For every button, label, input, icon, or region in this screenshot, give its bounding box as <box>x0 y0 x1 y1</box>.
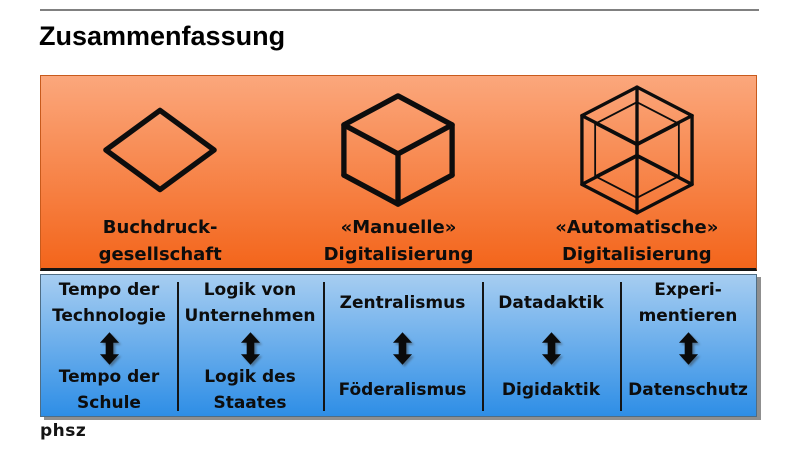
era-item-automatische: «Automatische» Digitalisierung <box>518 76 756 268</box>
tension-column-tempo: Tempo der Technologie Tempo der Schule <box>41 275 177 416</box>
up-down-arrow-icon <box>392 332 413 365</box>
top-rule-line <box>40 9 759 11</box>
tension-column-datadaktik: Datadaktik Digidaktik <box>482 275 620 416</box>
tension-bottom-label: Digidaktik <box>501 379 601 400</box>
era-item-manuelle: «Manuelle» Digitalisierung <box>279 76 517 268</box>
eras-panel: Buchdruck- gesellschaft «Manuelle» Digit… <box>40 75 757 271</box>
tensions-panel: Tempo der Technologie Tempo der Schule L… <box>40 274 757 417</box>
diamond-2d-icon <box>102 88 218 212</box>
tension-top-label: Tempo der Technologie <box>52 280 166 326</box>
tension-column-experimentieren: Experi- mentieren Datenschutz <box>620 275 756 416</box>
footer-logo: phsz <box>40 421 87 441</box>
tension-top-label: Zentralismus <box>339 292 466 313</box>
era-label: «Automatische» Digitalisierung <box>555 217 719 265</box>
column-divider <box>177 282 179 411</box>
lattice-cube-icon <box>578 85 696 215</box>
tension-top-label: Logik von Unternehmen <box>184 280 316 326</box>
tension-column-logik: Logik von Unternehmen Logik des Staates <box>177 275 323 416</box>
up-down-arrow-icon <box>240 332 260 365</box>
tension-top-label: Experi- mentieren <box>638 280 738 326</box>
tension-bottom-label: Tempo der Schule <box>58 367 160 413</box>
era-item-buchdruck: Buchdruck- gesellschaft <box>41 76 279 268</box>
era-label: Buchdruck- gesellschaft <box>98 217 222 265</box>
tension-column-zentralismus: Zentralismus Föderalismus <box>323 275 482 416</box>
up-down-arrow-icon <box>99 332 119 365</box>
tension-bottom-label: Datenschutz <box>628 379 748 400</box>
cube-3d-icon <box>339 88 457 212</box>
tension-top-label: Datadaktik <box>498 292 604 313</box>
column-divider <box>323 282 325 411</box>
column-divider <box>620 282 622 411</box>
tension-bottom-label: Föderalismus <box>338 379 467 400</box>
up-down-arrow-icon <box>678 332 698 365</box>
column-divider <box>482 282 484 411</box>
era-label: «Manuelle» Digitalisierung <box>323 217 474 265</box>
up-down-arrow-icon <box>541 332 561 365</box>
page-title: Zusammenfassung <box>39 21 286 51</box>
tension-bottom-label: Logik des Staates <box>204 367 296 413</box>
